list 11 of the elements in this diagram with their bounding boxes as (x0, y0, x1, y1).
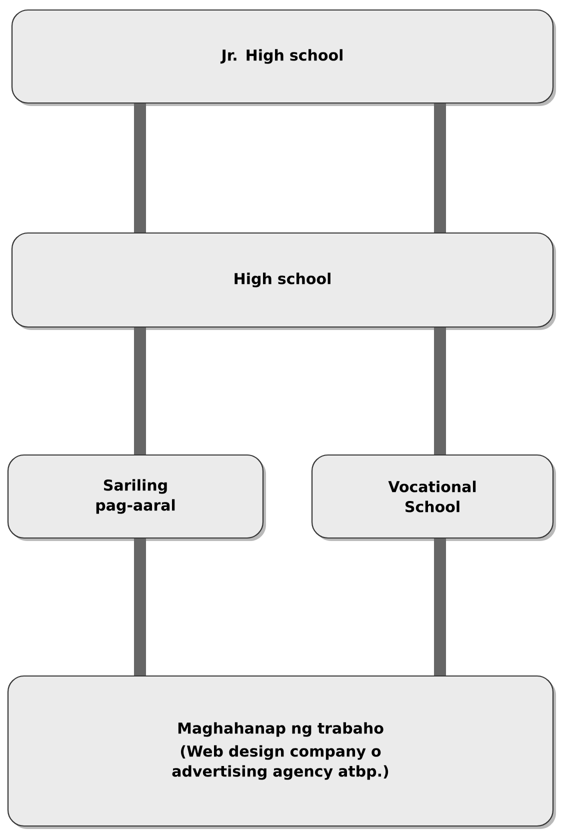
process-box: Sariling pag-aaral (7, 454, 266, 541)
process-box: Jr. High school (11, 9, 556, 106)
process-box: Maghahanap ng trabaho (Web design company o advertising agency atbp.) (7, 675, 556, 829)
connector-bar (134, 538, 146, 676)
connector-bar (434, 104, 446, 232)
process-box: Vocational School (311, 454, 556, 541)
connector-bar (134, 328, 146, 454)
connector-bar (434, 328, 446, 454)
connector-bar (134, 104, 146, 232)
process-box: High school (11, 232, 556, 330)
connector-bar (434, 538, 446, 676)
